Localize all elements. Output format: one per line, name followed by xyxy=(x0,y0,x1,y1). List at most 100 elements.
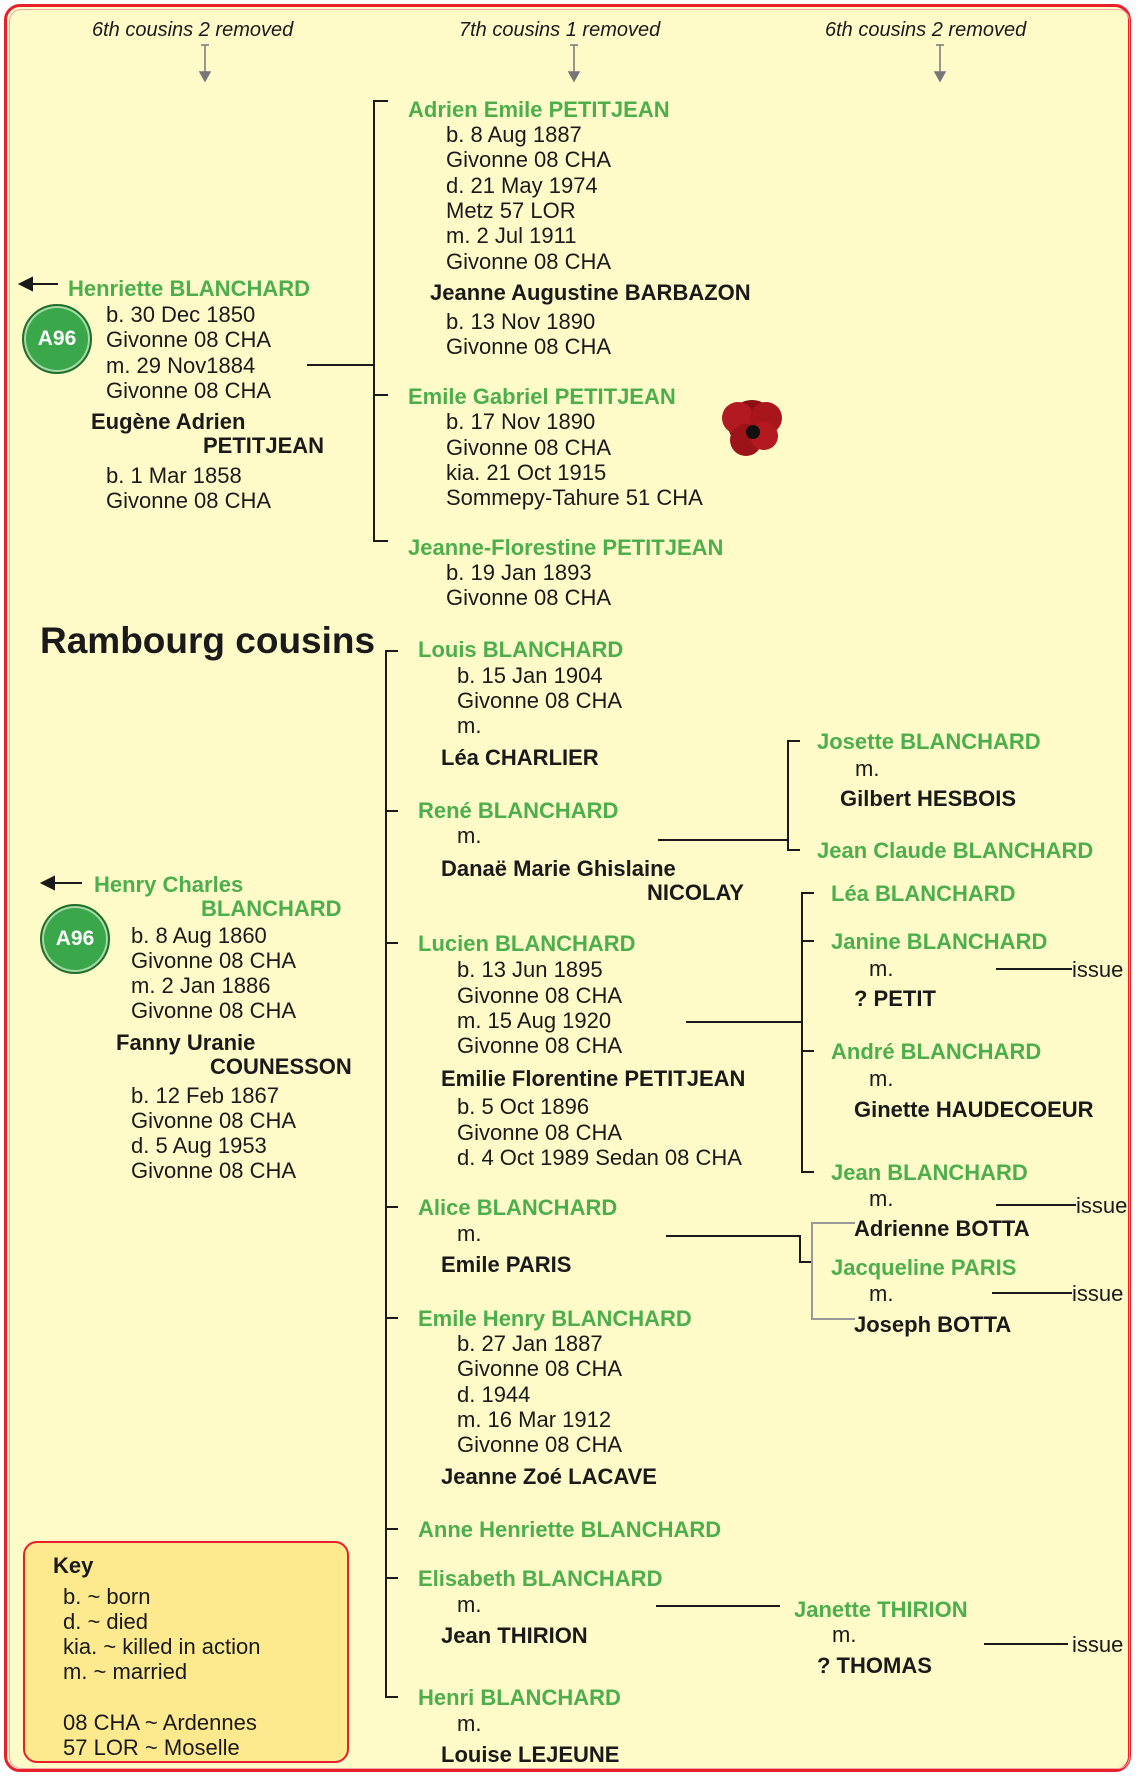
person-name: Janine BLANCHARD xyxy=(831,929,1048,954)
person-name: René BLANCHARD xyxy=(418,798,619,823)
key-box xyxy=(23,1541,349,1763)
section-title: Rambourg cousins xyxy=(40,620,376,661)
person-detail: Givonne 08 CHA xyxy=(446,435,612,460)
person-detail: d. 1944 xyxy=(457,1382,531,1407)
page-frame xyxy=(4,4,1131,1772)
person-detail: Givonne 08 CHA xyxy=(131,998,297,1023)
person-detail: Givonne 08 CHA xyxy=(457,1120,623,1145)
person-detail: Givonne 08 CHA xyxy=(106,488,272,513)
person-name: Emile Henry BLANCHARD xyxy=(418,1306,692,1331)
person-name: Henry Charles xyxy=(94,872,244,897)
spouse-name: Danaë Marie Ghislaine xyxy=(441,856,676,881)
person-detail: b. 5 Oct 1896 xyxy=(457,1094,590,1119)
key-line: 57 LOR ~ Moselle xyxy=(63,1735,240,1760)
poppy-icon xyxy=(722,400,782,456)
person-detail: Givonne 08 CHA xyxy=(106,327,272,352)
person-detail: Metz 57 LOR xyxy=(446,198,576,223)
person-detail: Givonne 08 CHA xyxy=(457,688,623,713)
person-detail: b. 1 Mar 1858 xyxy=(106,463,242,488)
person-name: Adrien Emile PETITJEAN xyxy=(408,97,670,122)
person-detail: Givonne 08 CHA xyxy=(457,1033,623,1058)
spouse-name: Gilbert HESBOIS xyxy=(840,786,1017,811)
connector-botta-grey xyxy=(811,1222,855,1320)
person-detail: m. xyxy=(869,1066,894,1091)
person-detail: b. 19 Jan 1893 xyxy=(446,560,592,585)
key-line: b. ~ born xyxy=(63,1584,151,1609)
issue-label: issue xyxy=(1072,957,1124,982)
spouse-name: Adrienne BOTTA xyxy=(854,1216,1030,1241)
person-name: Jacqueline PARIS xyxy=(831,1255,1017,1280)
issue-label: issue xyxy=(1076,1193,1128,1218)
connector-lucien-ticks xyxy=(802,940,814,1052)
person-name: Lucien BLANCHARD xyxy=(418,931,636,956)
person-detail: m. 16 Mar 1912 xyxy=(457,1407,612,1432)
spouse-name: Emile PARIS xyxy=(441,1252,572,1277)
issue-label: issue xyxy=(1072,1281,1124,1306)
person-detail: b. 8 Aug 1860 xyxy=(131,923,267,948)
person-name: Alice BLANCHARD xyxy=(418,1195,618,1220)
key-title: Key xyxy=(53,1553,94,1578)
person-detail: m. xyxy=(869,1186,894,1211)
person-name: Jean Claude BLANCHARD xyxy=(817,838,1094,863)
person-detail: b. 30 Dec 1850 xyxy=(106,302,256,327)
spouse-name: NICOLAY xyxy=(647,880,744,905)
person-name: Janette THIRION xyxy=(794,1597,968,1622)
spouse-name: COUNESSON xyxy=(210,1054,352,1079)
person-name: Henri BLANCHARD xyxy=(418,1685,621,1710)
person-detail: Givonne 08 CHA xyxy=(106,378,272,403)
person-detail: m. xyxy=(457,1592,482,1617)
header-center: 7th cousins 1 removed xyxy=(459,19,661,41)
badge: A96 xyxy=(22,304,92,374)
person-detail: m. xyxy=(457,1711,482,1736)
person-detail: m. xyxy=(457,713,482,738)
person-name: Henriette BLANCHARD xyxy=(68,276,311,301)
spouse-name: Joseph BOTTA xyxy=(854,1312,1012,1337)
key-line: kia. ~ killed in action xyxy=(63,1634,261,1659)
spouse-name: Fanny Uranie xyxy=(116,1030,256,1055)
connector-bottom-children xyxy=(385,650,398,1698)
person-detail: b. 13 Nov 1890 xyxy=(446,309,596,334)
connector-rene-children xyxy=(787,740,800,851)
spouse-name: Jeanne Zoé LACAVE xyxy=(441,1464,657,1489)
person-detail: Givonne 08 CHA xyxy=(131,948,297,973)
person-detail: m. xyxy=(869,1281,894,1306)
person-detail: m. 15 Aug 1920 xyxy=(457,1008,612,1033)
spouse-name: Jeanne Augustine BARBAZON xyxy=(430,280,751,305)
person-name: Anne Henriette BLANCHARD xyxy=(418,1517,722,1542)
spouse-name: ? THOMAS xyxy=(817,1653,932,1678)
person-detail: Givonne 08 CHA xyxy=(446,334,612,359)
person-name: Josette BLANCHARD xyxy=(817,729,1041,754)
person-name: BLANCHARD xyxy=(201,896,342,921)
person-detail: m. xyxy=(832,1622,857,1647)
person-detail: Sommepy-Tahure 51 CHA xyxy=(446,485,703,510)
person-detail: b. 12 Feb 1867 xyxy=(131,1083,280,1108)
person-detail: b. 13 Jun 1895 xyxy=(457,957,603,982)
person-detail: Givonne 08 CHA xyxy=(457,1432,623,1457)
spouse-name: PETITJEAN xyxy=(203,433,325,458)
badge: A96 xyxy=(40,904,110,974)
header-right: 6th cousins 2 removed xyxy=(825,19,1027,41)
key-line: 08 CHA ~ Ardennes xyxy=(63,1710,257,1735)
person-detail: m. xyxy=(855,756,880,781)
person-name: Jean BLANCHARD xyxy=(831,1160,1028,1185)
person-detail: d. 5 Aug 1953 xyxy=(131,1133,267,1158)
person-detail: m. xyxy=(457,823,482,848)
person-detail: m. 2 Jul 1911 xyxy=(446,223,577,248)
person-name: Emile Gabriel PETITJEAN xyxy=(408,384,676,409)
person-detail: kia. 21 Oct 1915 xyxy=(446,460,607,485)
person-detail: b. 15 Jan 1904 xyxy=(457,663,603,688)
person-name: Louis BLANCHARD xyxy=(418,637,624,662)
connector-lucien-children xyxy=(801,892,814,1173)
issue-lines xyxy=(984,968,1076,1645)
person-detail: b. 8 Aug 1887 xyxy=(446,122,582,147)
person-name: Elisabeth BLANCHARD xyxy=(418,1566,663,1591)
issue-label: issue xyxy=(1072,1632,1124,1657)
person-detail: b. 27 Jan 1887 xyxy=(457,1331,603,1356)
person-detail: m. 2 Jan 1886 xyxy=(131,973,271,998)
person-detail: b. 17 Nov 1890 xyxy=(446,409,596,434)
person-detail: Givonne 08 CHA xyxy=(446,585,612,610)
spouse-name: ? PETIT xyxy=(854,986,936,1011)
person-detail: Givonne 08 CHA xyxy=(131,1108,297,1133)
person-detail: Givonne 08 CHA xyxy=(131,1158,297,1183)
